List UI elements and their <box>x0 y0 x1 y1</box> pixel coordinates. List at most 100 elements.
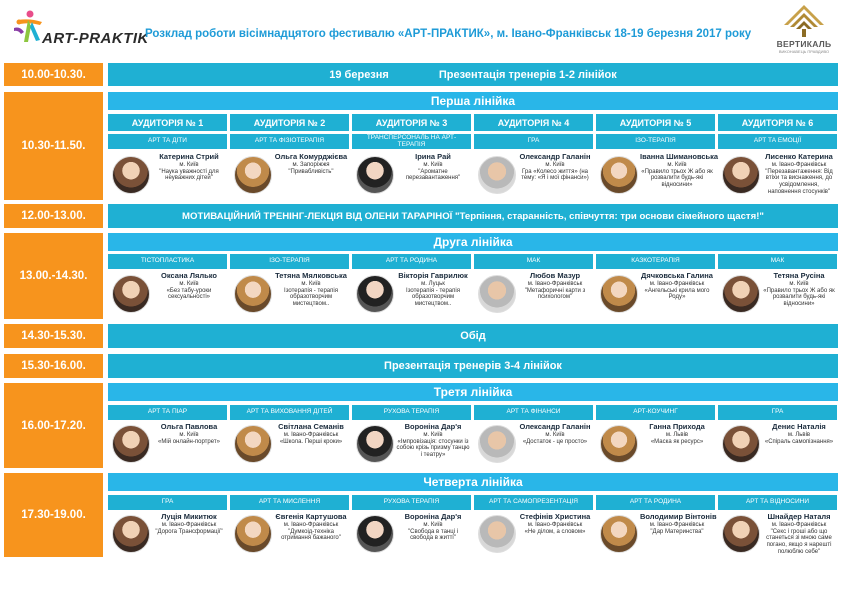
festival-logo: ART-PRAKTIK <box>10 8 148 58</box>
session-category: АРТ ТА САМОПРЕЗЕНТАЦІЯ <box>474 495 593 510</box>
trainer-name: Вікторія Гаврилюк <box>398 271 468 280</box>
trainer-city: м. Київ <box>301 280 321 287</box>
trainer-photo <box>112 156 150 194</box>
trainer-name: Євгенія Картушова <box>275 512 347 521</box>
trainer-photo <box>112 515 150 553</box>
trainer-photo <box>356 425 394 463</box>
trainer-photo <box>600 515 638 553</box>
trainer-name: Лисенко Катерина <box>765 152 833 161</box>
trainer-city: м. Івано-Франківськ <box>649 280 705 287</box>
session-title: «Ангельські крила мого Роду» <box>644 287 710 301</box>
session-title: «Школа. Перші кроки» <box>279 438 343 445</box>
trainer-photo <box>356 515 394 553</box>
trainer-name: Тетяна Русіна <box>773 271 825 280</box>
trainer-photo <box>600 156 638 194</box>
session-category: ІЗО-ТЕРАПІЯ <box>230 254 349 269</box>
trainer-photo <box>356 156 394 194</box>
auditorium-header: АУДИТОРІЯ № 4 <box>474 114 593 131</box>
trainer-city: м. Київ <box>423 521 443 528</box>
trainer-photo <box>478 275 516 313</box>
session-title: "Метафоричні карти з психологом" <box>524 287 586 301</box>
time-slot: 12.00-13.00. <box>4 204 103 228</box>
trainer-name: Ольга Павлова <box>160 422 218 431</box>
auditorium-header: АУДИТОРІЯ № 2 <box>230 114 349 131</box>
time-slot: 15.30-16.00. <box>4 354 103 378</box>
line-header: Друга лінійка <box>108 233 838 251</box>
trainer-name: Ірина Рай <box>415 152 451 161</box>
line-header: Перша лінійка <box>108 92 838 110</box>
session-category: АРТ ТА ДІТИ <box>108 134 227 149</box>
trainer-city: м. Київ <box>667 161 687 168</box>
trainer-photo <box>478 515 516 553</box>
trainer-city: м. Івано-Франківськ <box>161 521 217 528</box>
session-category: АРТ ТА ВИХОВАННЯ ДІТЕЙ <box>230 405 349 420</box>
trainer-photo <box>234 156 272 194</box>
session-title: "Думкоід-техніка отримання бажаного" <box>281 528 341 542</box>
session-category: КАЗКОТЕРАПІЯ <box>596 254 715 269</box>
partner-tagline: ВИКОНАВЕЦЬ ПРАВДИВО <box>778 49 830 54</box>
trainer-city: м. Київ <box>423 161 443 168</box>
auditorium-header: АУДИТОРІЯ № 6 <box>718 114 837 131</box>
session-category: АРТ ТА ФІЗІОТЕРАПІЯ <box>230 134 349 149</box>
session-category: ГРА <box>474 134 593 149</box>
trainer-photo <box>234 515 272 553</box>
trainer-name: Вороніна Дар'я <box>404 422 462 431</box>
trainer-photo <box>234 275 272 313</box>
trainer-name: Іванна Шимановська <box>640 152 719 161</box>
time-slot: 10.00-10.30. <box>4 63 103 86</box>
trainer-city: м. Київ <box>179 280 199 287</box>
trainer-city: м. Київ <box>545 431 565 438</box>
dancing-figures-icon <box>14 10 42 42</box>
trainer-city: м. Київ <box>423 431 443 438</box>
trainer-name: Світлана Семанів <box>278 422 344 431</box>
time-slot: 16.00-17.20. <box>4 383 103 468</box>
session-title: «Правило трьох Ж або як розвалити будь-я… <box>763 287 835 308</box>
trainer-city: м. Львів <box>787 431 811 438</box>
session-category: АРТ ТА ПІАР <box>108 405 227 420</box>
trainer-photo <box>234 425 272 463</box>
time-slot: 13.00.-14.30. <box>4 233 103 319</box>
line-header: Третя лінійка <box>108 383 838 401</box>
trainer-name: Оксана Лялько <box>161 271 217 280</box>
line-header: Четверта лінійка <box>108 473 838 491</box>
session-title: «Маска як ресурс» <box>650 438 704 445</box>
trainer-city: м. Київ <box>179 431 199 438</box>
trainer-city: м. Київ <box>179 161 199 168</box>
session-title: "Свобода в танці і свобода в житті" <box>407 528 459 542</box>
trainer-city: м. Луцьк <box>421 280 445 287</box>
trainer-name: Вороніна Дар'я <box>404 512 462 521</box>
session-category: АРТ ТА ВІДНОСИНИ <box>718 495 837 510</box>
session-title: Гра «Колесо життя» (на тему: «Я і мої фі… <box>521 168 589 182</box>
session-title: "Наука уважності для неуважних дітей" <box>159 168 219 182</box>
partner-name: ВЕРТИКАЛЬ <box>776 39 832 49</box>
lecture-bar: МОТИВАЦІЙНИЙ ТРЕНІНГ-ЛЕКЦІЯ ВІД ОЛЕНИ ТА… <box>108 204 838 228</box>
session-title: "Привабливість" <box>288 168 334 175</box>
partner-logo: ВЕРТИКАЛЬ ВИКОНАВЕЦЬ ПРАВДИВО <box>770 3 838 59</box>
session-title: «Спіраль самопізнання» <box>764 438 834 445</box>
page-title: Розклад роботи вісімнадцятого фестивалю … <box>145 28 752 40</box>
session-title: «Без табу-уроки сексуальності» <box>166 287 212 301</box>
trainer-name: Ольга Комурджієва <box>274 152 348 161</box>
